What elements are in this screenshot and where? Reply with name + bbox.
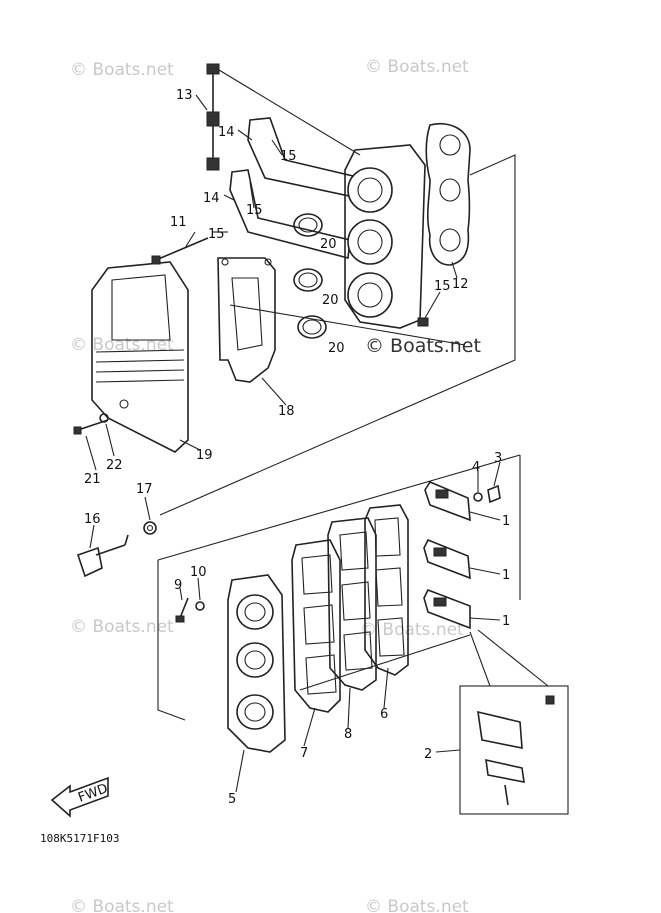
breather-hose-part-13 [206,63,361,171]
callout-2: 2 [424,747,432,762]
screw-part-9 [175,597,189,623]
watermark-layer: © Boats.net © Boats.net © Boats.net © Bo… [70,57,481,913]
callout-10: 10 [190,565,207,580]
watermark: © Boats.net [365,335,481,357]
callout-12: 12 [452,277,469,292]
callout-14: 14 [203,191,220,206]
callout-22: 22 [106,458,123,473]
callout-8: 8 [344,727,352,742]
callout-11: 11 [170,215,187,230]
callout-4: 4 [472,460,480,475]
callout-7: 7 [300,746,308,761]
callout-1: 1 [502,568,510,583]
washer-part-22 [99,413,109,423]
callout-5: 5 [228,792,236,807]
callout-17: 17 [136,482,153,497]
watermark: © Boats.net [70,60,174,80]
washer-part-10 [195,601,205,611]
callout-labels: 13 14 14 15 15 15 15 12 20 20 20 11 18 1… [84,88,510,807]
grommet-part-17 [143,521,157,535]
watermark: © Boats.net [70,617,174,637]
reed-block-part-8 [327,517,377,691]
callout-20: 20 [320,237,337,252]
silencer-gasket-part-18 [217,257,276,383]
carburetor-body [344,144,429,329]
washer-part-4 [473,492,483,502]
callout-14: 14 [218,125,235,140]
watermark: © Boats.net [70,897,174,913]
callout-3: 3 [494,451,502,466]
gasket-part-7 [291,539,341,713]
callout-18: 18 [278,404,295,419]
callout-9: 9 [174,578,182,593]
callout-1: 1 [502,614,510,629]
assembly-outline-upper [159,154,516,516]
callout-20: 20 [328,341,345,356]
o-ring-part-20 [293,213,327,339]
leader-lines [85,94,501,793]
gasket-part-6 [364,504,409,676]
callout-16: 16 [84,512,101,527]
reed-valve-detail-part-2 [459,629,569,815]
screw-part-3 [487,484,501,504]
callout-21: 21 [84,472,101,487]
callout-13: 13 [176,88,193,103]
choke-knob-part-16 [76,534,129,578]
forward-arrow-icon: FWD [50,776,110,818]
callout-1: 1 [502,514,510,529]
callout-15: 15 [280,149,297,164]
manifold-part-5 [227,574,286,753]
callout-15: 15 [246,203,263,218]
callout-19: 19 [196,448,213,463]
reed-valve-part-1 [423,480,471,630]
watermark: © Boats.net [365,897,469,913]
flange-gasket-part-12 [425,123,471,266]
bolt-part-11 [151,237,209,265]
intake-silencer-part-19 [91,261,189,453]
assembly-outline-lower [157,454,521,721]
callout-6: 6 [380,707,388,722]
watermark: © Boats.net [70,335,174,355]
watermark: © Boats.net [365,57,469,77]
callout-15: 15 [208,227,225,242]
callout-15: 15 [434,279,451,294]
callout-20: 20 [322,293,339,308]
diagram-code: 108K5171F103 [40,832,119,845]
